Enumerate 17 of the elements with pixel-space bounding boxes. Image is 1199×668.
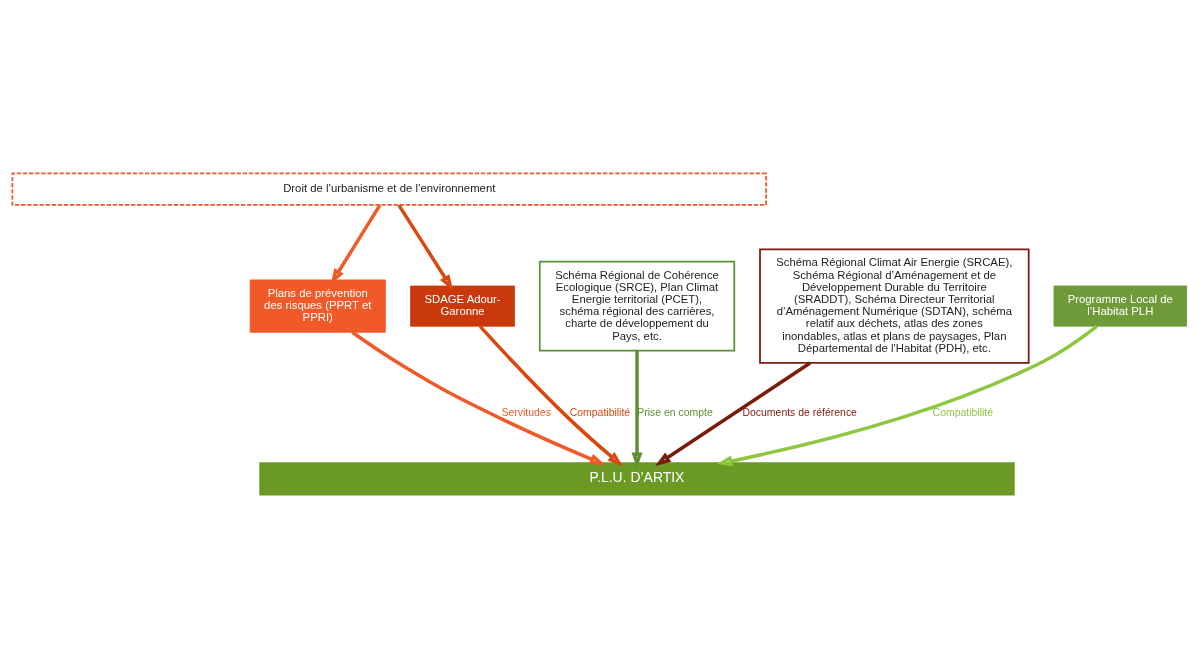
edge-label: Servitudes [501,406,551,418]
node-box: Droit de l’urbanisme et de l’environnement [11,172,767,206]
edge-label: Documents de référence [742,406,857,418]
node-box: Schéma Régional de Cohérence Ecologique (SRCE), Plan Climat Energie territorial (PCET), schéma régional des carrières, charte de développement du Pays, etc. [538,260,736,352]
edge-label: Compatibilité [569,406,631,418]
node-box: Schéma Régional Climat Air Energie (SRCAE), Schéma Régional d’Aménagement et de Développement Durable du Territoire (SRADDT), Schéma Directeur Territorial d’Aménagement Numérique (SDTAN), schéma relatif aux déchets, atlas des zones inondables, atlas et plans de paysages, Plan Départemental de l'Habitat (PDH), etc. [759,248,1030,364]
node-box: SDAGE Adour-Garonne [410,285,515,327]
edge-label: Compatibilité [932,406,994,418]
node-box: Programme Local de l’Habitat PLH [1053,285,1188,327]
arrow [397,204,454,291]
node-box: Plans de prévention des risques (PPRT et PPRI) [249,279,386,333]
arrow [351,330,606,466]
arrow [716,325,1098,467]
node-box: P.L.U. D’ARTIX [259,462,1015,496]
arrow [655,361,812,466]
arrow [631,350,643,469]
arrow [478,325,624,467]
